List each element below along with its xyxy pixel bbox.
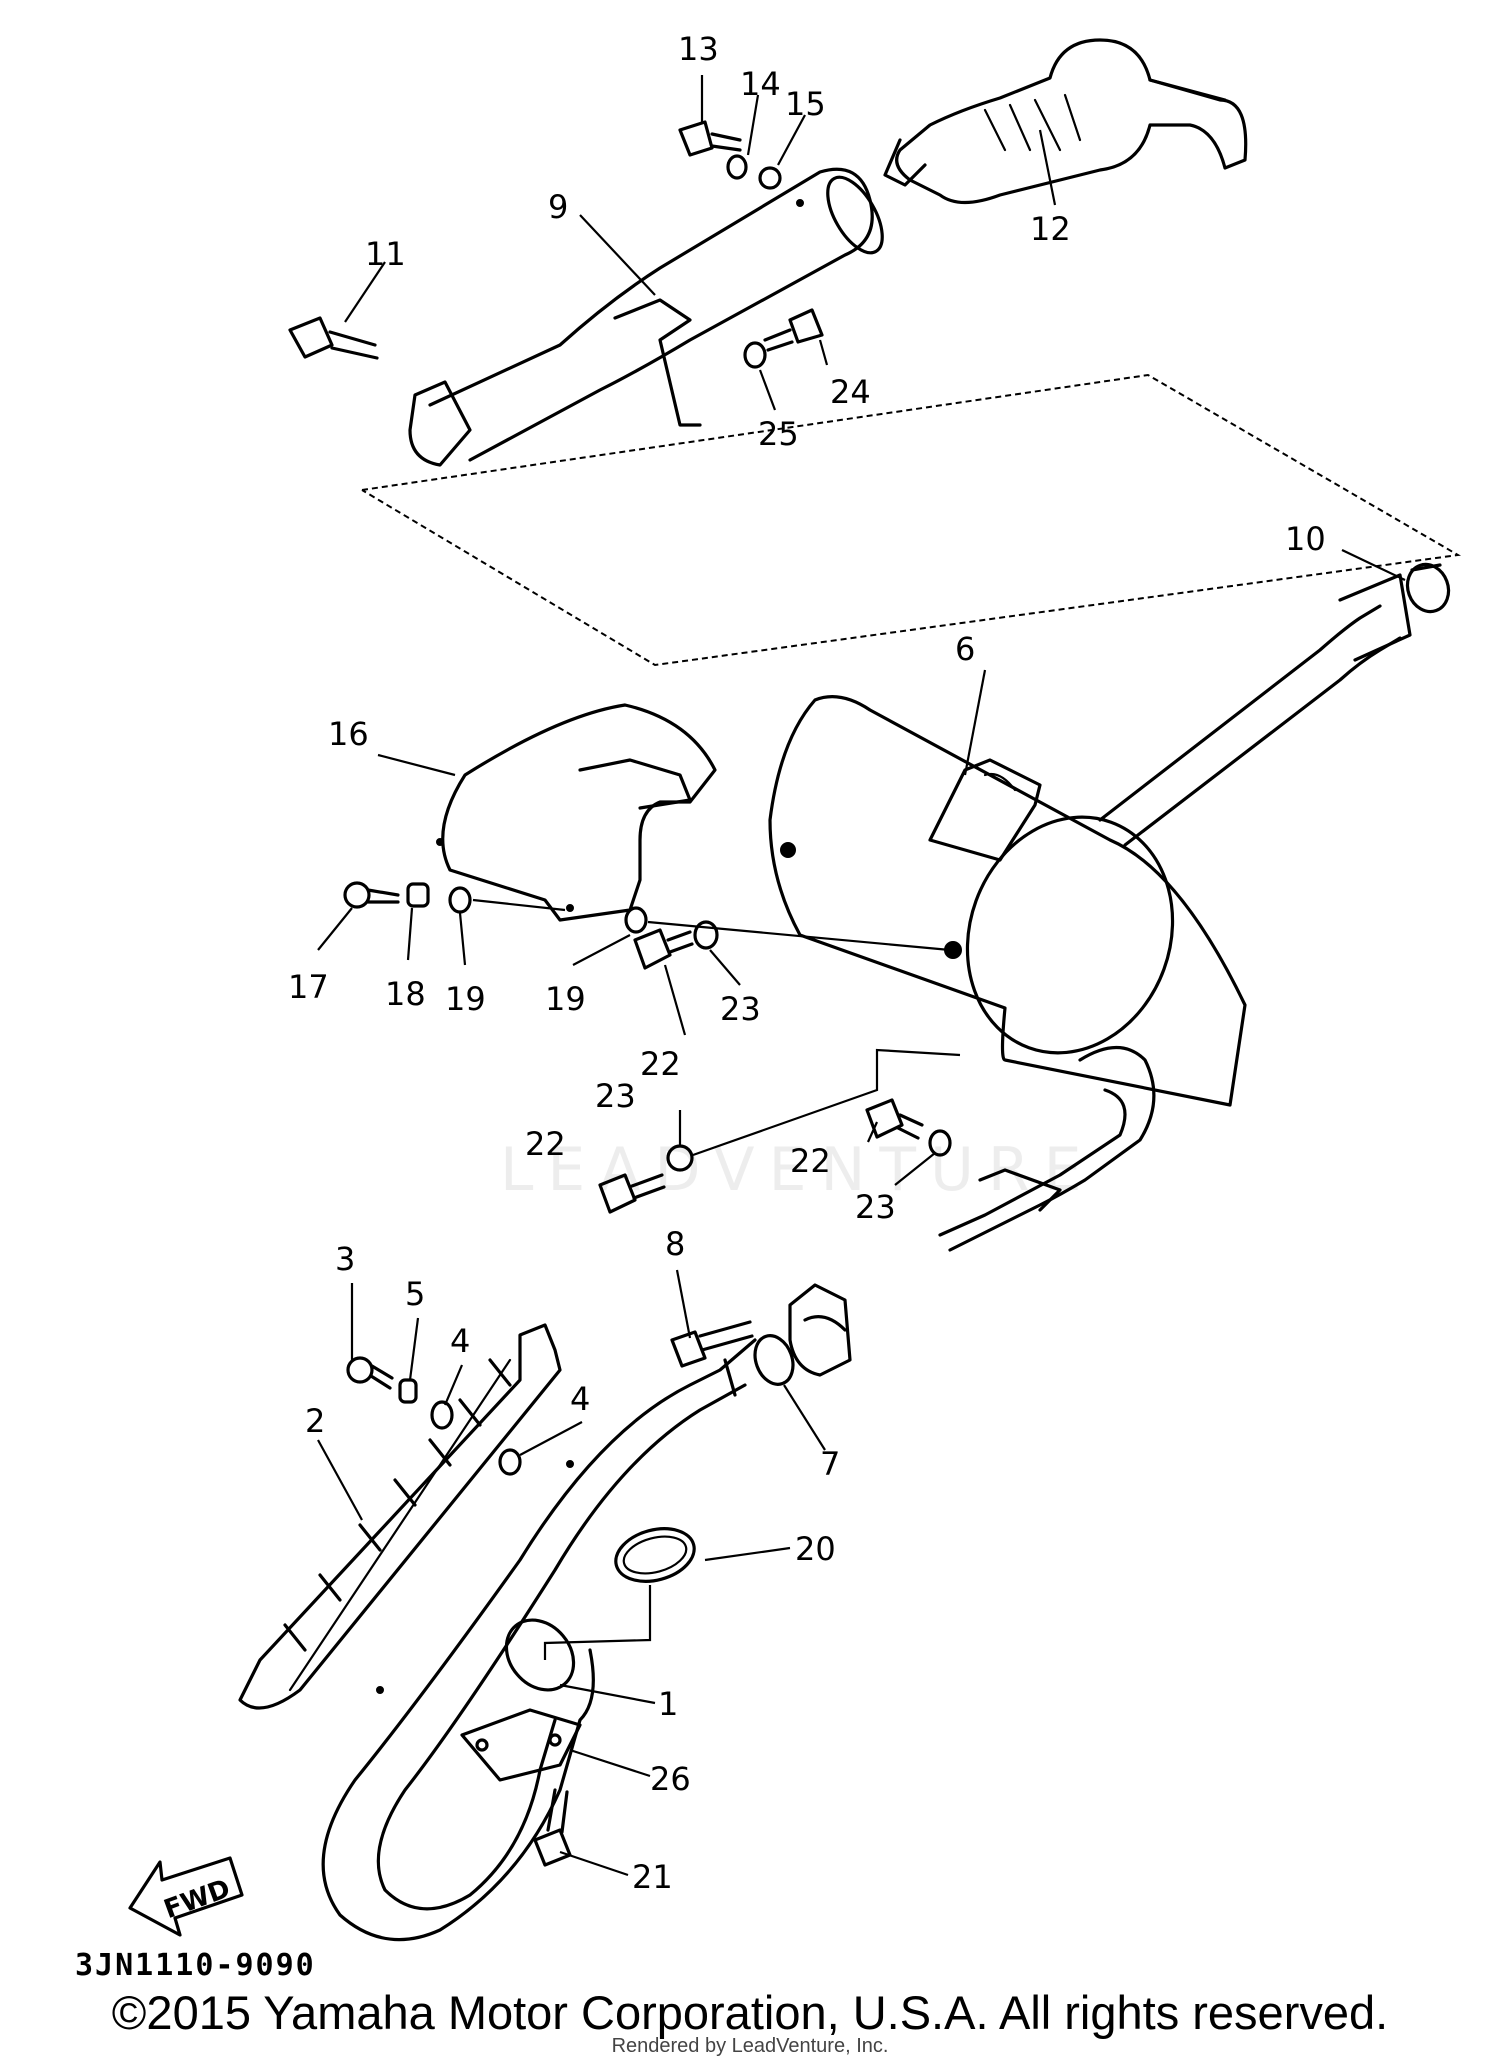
fwd-label: FWD [160,1874,234,1925]
exhaust-clamp[interactable] [788,1283,852,1377]
callout-8: 8 [665,1225,685,1263]
callout-15: 15 [785,85,826,123]
part-17-screw[interactable] [343,881,400,909]
part-12-tail-assembly[interactable] [883,38,1248,205]
callout-6: 6 [955,630,975,668]
part-4-washer-a[interactable] [430,1400,454,1430]
callout-23c: 23 [855,1188,896,1226]
callout-9: 9 [548,188,568,226]
callout-12: 12 [1030,210,1071,248]
part-4-washer-b[interactable] [498,1448,522,1476]
callout-4a: 4 [450,1322,470,1360]
callout-22a: 22 [640,1045,681,1083]
callout-4b: 4 [570,1380,590,1418]
callout-24: 24 [830,373,871,411]
callout-5: 5 [405,1275,425,1313]
copyright-notice: ©2015 Yamaha Motor Corporation, U.S.A. A… [111,1986,1389,2039]
part-19-washer-b[interactable] [624,906,648,934]
part-6-muffler[interactable] [768,573,1412,1252]
part-18-washer[interactable] [406,882,430,908]
part-14-washer[interactable] [726,154,748,180]
part-25-washer[interactable] [743,341,767,369]
part-20-gasket[interactable] [543,1520,700,1660]
callout-23a: 23 [720,990,761,1028]
callout-3: 3 [335,1240,355,1278]
part-22-bolt-b[interactable] [598,1173,666,1214]
callout-19b: 19 [545,980,586,1018]
callout-2: 2 [305,1402,325,1440]
callout-16: 16 [328,715,369,753]
part-26-flange[interactable] [460,1708,582,1782]
part-1-exhaust-pipe[interactable] [321,1338,757,1942]
part-2-pipe-protector[interactable] [238,1323,562,1710]
callout-23b: 23 [595,1077,636,1115]
diagram-code: 3JN1110-9090 [75,1948,316,1983]
part-9-tail-pipe[interactable] [408,167,893,467]
callout-25: 25 [758,415,799,453]
part-5-collar[interactable] [398,1378,418,1404]
callout-22b: 22 [525,1125,566,1163]
callout-13: 13 [678,30,719,68]
callout-22c: 22 [790,1142,831,1180]
part-23-washer-a[interactable] [693,920,719,950]
part-13-bolt[interactable] [678,120,742,157]
part-16-protector[interactable] [436,703,717,922]
callout-18: 18 [385,975,426,1013]
part-11-bolt[interactable] [288,316,379,360]
part-22-bolt-a[interactable] [633,928,694,970]
callout-1: 1 [658,1685,678,1723]
fwd-arrow: FWD [128,1856,244,1937]
callout-26: 26 [650,1760,691,1798]
callout-11: 11 [365,235,406,273]
part-15-nut[interactable] [758,166,782,190]
rendered-by-notice: Rendered by LeadVenture, Inc. [611,2035,889,2057]
callout-21: 21 [632,1858,673,1896]
part-8-bolt[interactable] [670,1320,754,1368]
part-22-bolt-c[interactable] [865,1098,924,1140]
part-10-gasket[interactable] [1401,559,1455,618]
part-23-washer-b[interactable] [666,1144,694,1172]
assembly-outline [361,373,1462,667]
callout-14: 14 [740,65,781,103]
callout-19a: 19 [445,980,486,1018]
part-3-screw[interactable] [346,1356,394,1390]
part-23-washer-c[interactable] [928,1129,952,1157]
leadventure-watermark: LEADVENTURE [500,1135,1096,1205]
part-24-bolt[interactable] [763,308,824,352]
callout-7: 7 [820,1445,840,1483]
part-7-joint[interactable] [749,1330,800,1389]
part-19-washer-a[interactable] [448,886,472,914]
callout-10: 10 [1285,520,1326,558]
callout-17: 17 [288,968,329,1006]
callout-20: 20 [795,1530,836,1568]
